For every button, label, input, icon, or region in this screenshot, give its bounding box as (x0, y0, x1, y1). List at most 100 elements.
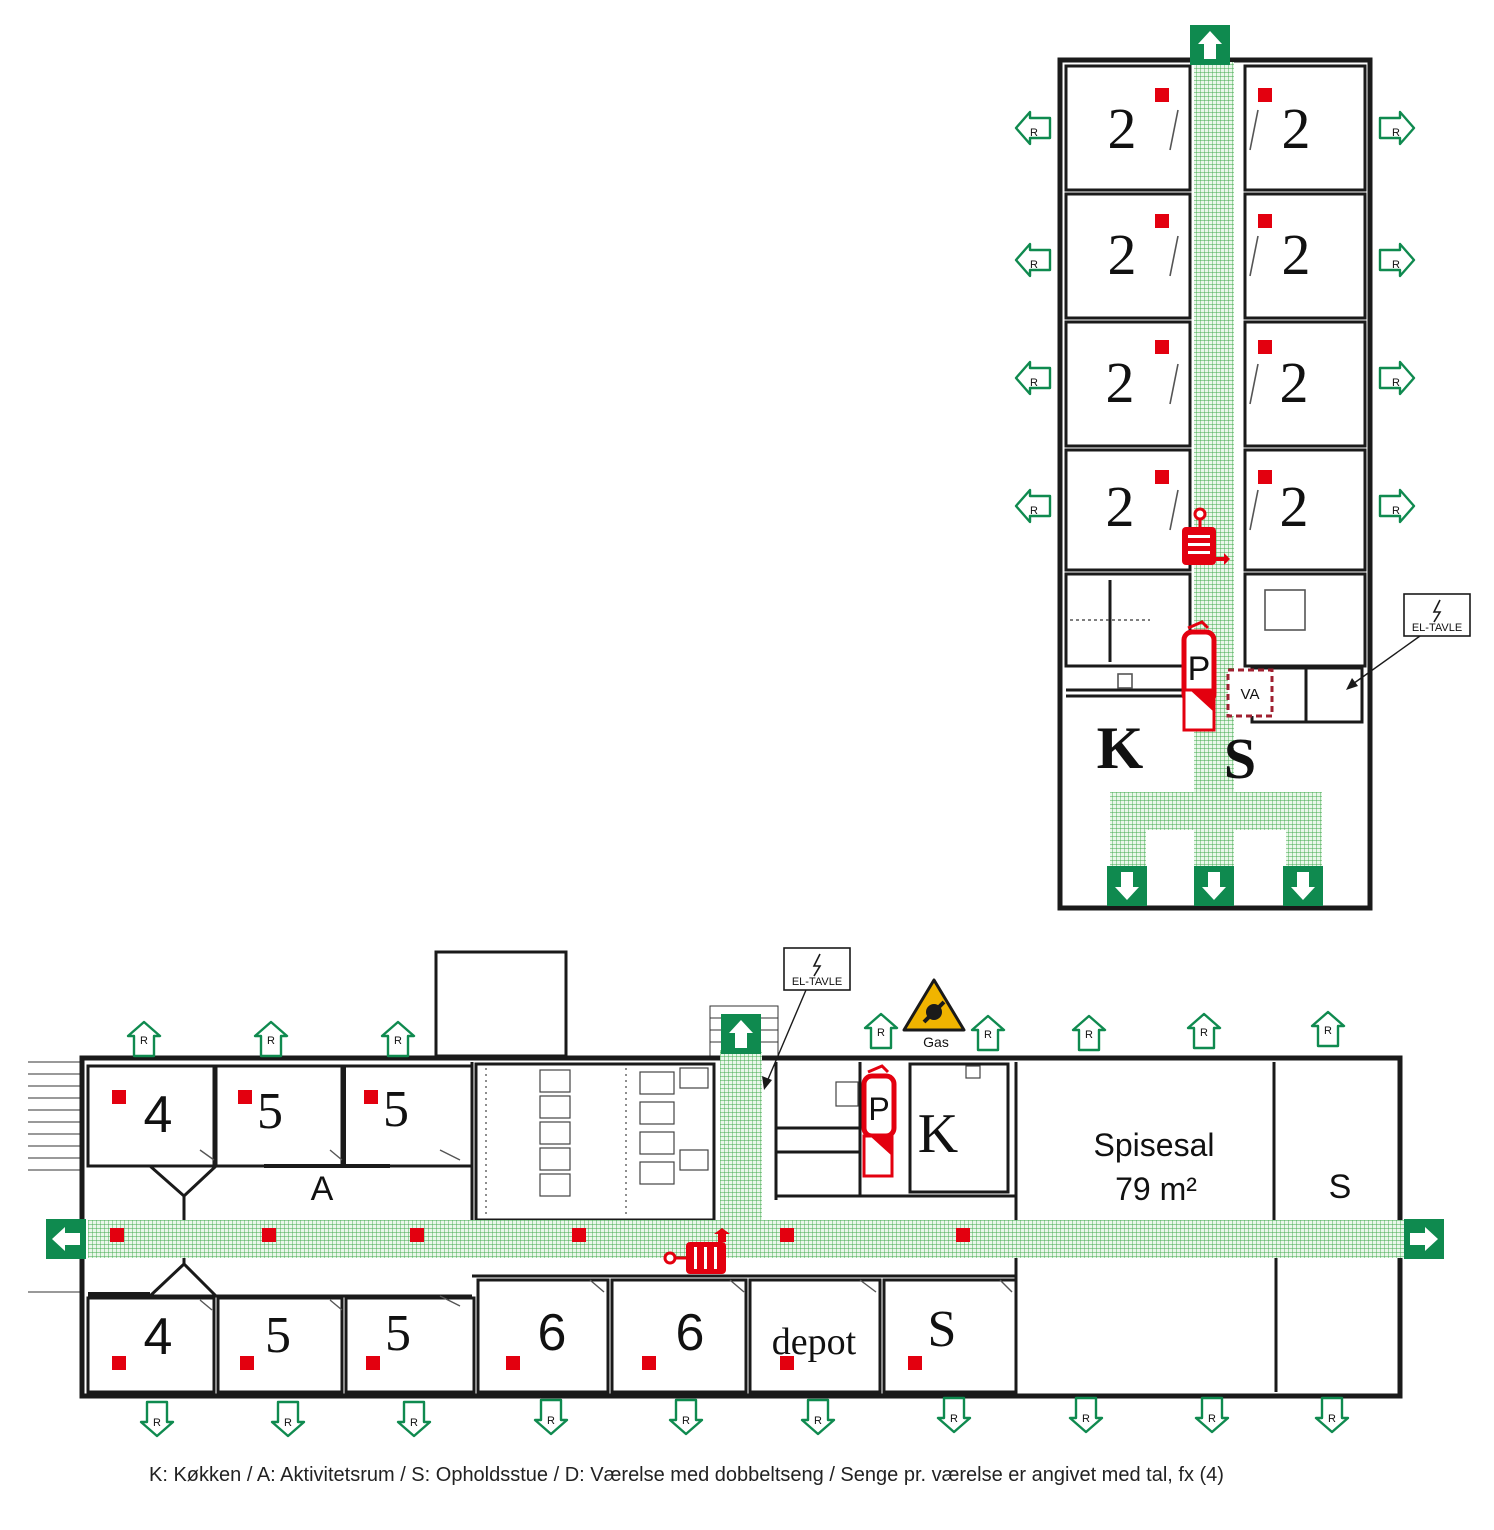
lounge-label: S (1329, 1168, 1352, 1206)
svg-text:R: R (1030, 259, 1038, 271)
dining-label: Spisesal (1094, 1127, 1215, 1163)
svg-text:R: R (1082, 1413, 1090, 1425)
room-label: 2 (1282, 96, 1311, 161)
fire-hose-reel-icon (1182, 507, 1230, 565)
legend-text: K: Køkken / A: Aktivitetsrum / S: Ophold… (149, 1464, 1224, 1486)
rescue-marker-icon: R (1310, 1010, 1346, 1048)
svg-text:R: R (267, 1035, 275, 1047)
svg-text:R: R (814, 1415, 822, 1427)
svg-text:R: R (1200, 1027, 1208, 1039)
svg-text:R: R (1030, 127, 1038, 139)
rescue-marker-icon: R (126, 1020, 162, 1058)
exit-arrow-icon (1404, 1219, 1444, 1259)
exit-arrow-icon (1107, 866, 1147, 906)
el-tavle-label: EL-TAVLE (792, 976, 842, 988)
rescue-marker-icon: R (1194, 1396, 1230, 1434)
room-label: 4 (144, 1086, 173, 1144)
svg-text:R: R (140, 1035, 148, 1047)
room-label: 2 (1106, 474, 1135, 539)
room-label: 6 (538, 1304, 567, 1362)
bottom-smoke-detectors (110, 1090, 970, 1370)
svg-text:R: R (984, 1029, 992, 1041)
room-label: 5 (265, 1307, 291, 1364)
gas-warning-icon: Gas (902, 978, 966, 1050)
va-label: VA (1241, 686, 1260, 703)
svg-text:R: R (1085, 1029, 1093, 1041)
rescue-marker-icon: R (1014, 488, 1052, 524)
fire-hose-reel-icon (663, 1228, 730, 1274)
fire-blanket-icon (1182, 688, 1216, 732)
room-label: 5 (383, 1081, 409, 1138)
svg-text:R: R (1030, 505, 1038, 517)
bottom-escape-route (88, 1050, 1404, 1258)
svg-text:R: R (394, 1035, 402, 1047)
rescue-marker-icon: R (533, 1398, 569, 1436)
rescue-marker-icon: R (1014, 360, 1052, 396)
svg-text:R: R (877, 1027, 885, 1039)
svg-text:P: P (868, 1091, 889, 1127)
svg-text:R: R (284, 1417, 292, 1429)
svg-text:R: R (1392, 377, 1400, 389)
svg-text:R: R (1392, 505, 1400, 517)
activity-label: A (311, 1170, 334, 1208)
lounge-label: S (928, 1301, 957, 1358)
gas-label: Gas (923, 1034, 949, 1050)
rescue-marker-icon: R (1186, 1012, 1222, 1050)
rescue-marker-icon: R (1378, 242, 1416, 278)
powder-extinguisher-icon: P (861, 1064, 897, 1139)
rescue-marker-icon: R (1314, 1396, 1350, 1434)
room-label: 2 (1108, 96, 1137, 161)
exit-arrow-icon (46, 1219, 86, 1259)
fire-blanket-icon (862, 1134, 894, 1178)
rescue-marker-icon: R (1378, 110, 1416, 146)
room-label: 4 (144, 1308, 173, 1366)
svg-text:R: R (950, 1413, 958, 1425)
va-box: VA (1226, 668, 1274, 718)
svg-text:R: R (1030, 377, 1038, 389)
rescue-marker-icon: R (1014, 110, 1052, 146)
rescue-marker-icon: R (1071, 1014, 1107, 1052)
rescue-marker-icon: R (396, 1400, 432, 1438)
rescue-marker-icon: R (970, 1014, 1006, 1052)
rescue-marker-icon: R (936, 1396, 972, 1434)
rescue-marker-icon: R (253, 1020, 289, 1058)
svg-text:P: P (1188, 650, 1211, 688)
el-tavle-callout: EL-TAVLE (1346, 593, 1471, 690)
rescue-marker-icon: R (668, 1398, 704, 1436)
top-smoke-detectors (1155, 88, 1272, 484)
room-label: 2 (1108, 222, 1137, 287)
svg-text:R: R (1208, 1413, 1216, 1425)
rescue-marker-icon: R (139, 1400, 175, 1438)
room-label: 5 (385, 1305, 411, 1362)
bottom-room-labels: 4 5 5 A K Spisesal 79 m² S 4 5 5 6 6 dep… (144, 1081, 1352, 1366)
svg-text:R: R (1392, 259, 1400, 271)
exit-arrow-icon (1190, 25, 1230, 65)
rescue-marker-icon: R (270, 1400, 306, 1438)
top-room-labels: 2 2 2 2 2 2 2 2 K S (1097, 96, 1311, 791)
svg-text:R: R (1328, 1413, 1336, 1425)
svg-text:R: R (1392, 127, 1400, 139)
svg-text:R: R (410, 1417, 418, 1429)
dining-area-label: 79 m² (1115, 1171, 1197, 1207)
rescue-marker-icon: R (1068, 1396, 1104, 1434)
room-label: 6 (676, 1304, 705, 1362)
kitchen-label: K (918, 1103, 958, 1165)
svg-text:R: R (1324, 1025, 1332, 1037)
rescue-marker-icon: R (1014, 242, 1052, 278)
room-label: 2 (1280, 350, 1309, 415)
bottom-wing: 4 5 5 A K Spisesal 79 m² S 4 5 5 6 6 dep… (28, 947, 1444, 1438)
kitchen-label: K (1097, 715, 1144, 781)
el-tavle-callout: EL-TAVLE (762, 947, 851, 1090)
rescue-marker-icon: R (800, 1398, 836, 1436)
room-label: 2 (1280, 474, 1309, 539)
svg-text:R: R (153, 1417, 161, 1429)
exit-arrow-icon (721, 1014, 761, 1054)
top-wing: 2 2 2 2 2 2 2 2 K S R R R (1014, 25, 1471, 911)
lounge-label: S (1224, 726, 1256, 791)
el-tavle-label: EL-TAVLE (1412, 622, 1462, 634)
exit-arrow-icon (1283, 866, 1323, 906)
rescue-marker-icon: R (863, 1012, 899, 1050)
rescue-marker-icon: R (380, 1020, 416, 1058)
svg-text:R: R (547, 1415, 555, 1427)
